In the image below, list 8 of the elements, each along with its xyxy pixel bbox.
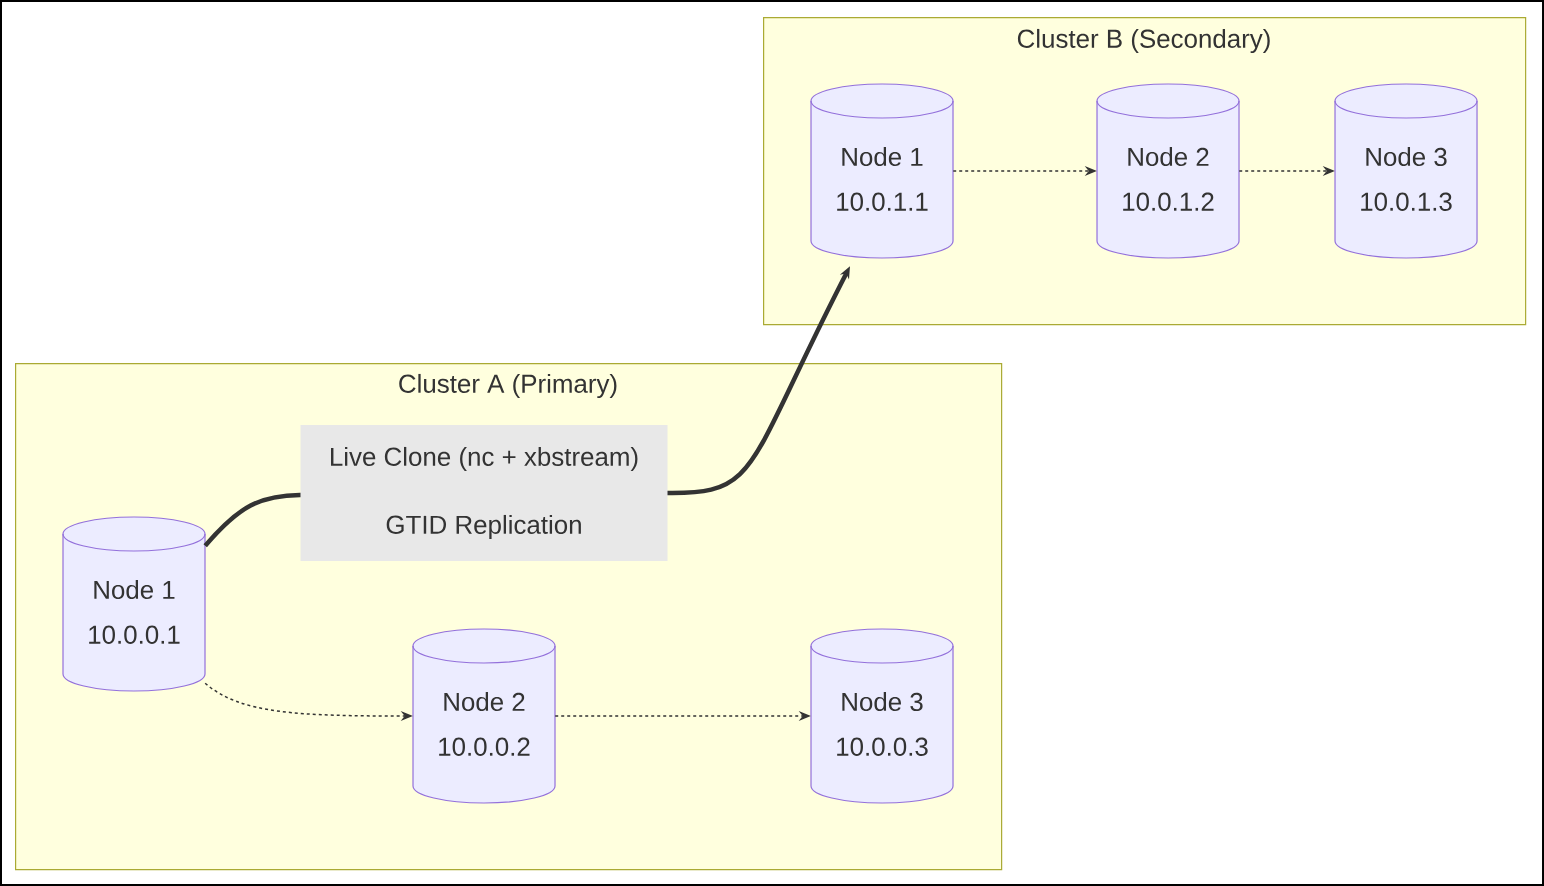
database-cylinder: Node 1 10.0.1.1: [810, 83, 954, 259]
database-cylinder: Node 3 10.0.0.3: [810, 628, 954, 804]
edge-label: Live Clone (nc + xbstream): [300, 425, 668, 493]
database-cylinder: Node 3 10.0.1.3: [1334, 83, 1478, 259]
database-cylinder: Node 2 10.0.0.2: [412, 628, 556, 804]
text-label: GTID Replication: [300, 493, 668, 561]
database-cylinder: Node 2 10.0.1.2: [1096, 83, 1240, 259]
database-cylinder: Node 1 10.0.0.1: [62, 516, 206, 692]
